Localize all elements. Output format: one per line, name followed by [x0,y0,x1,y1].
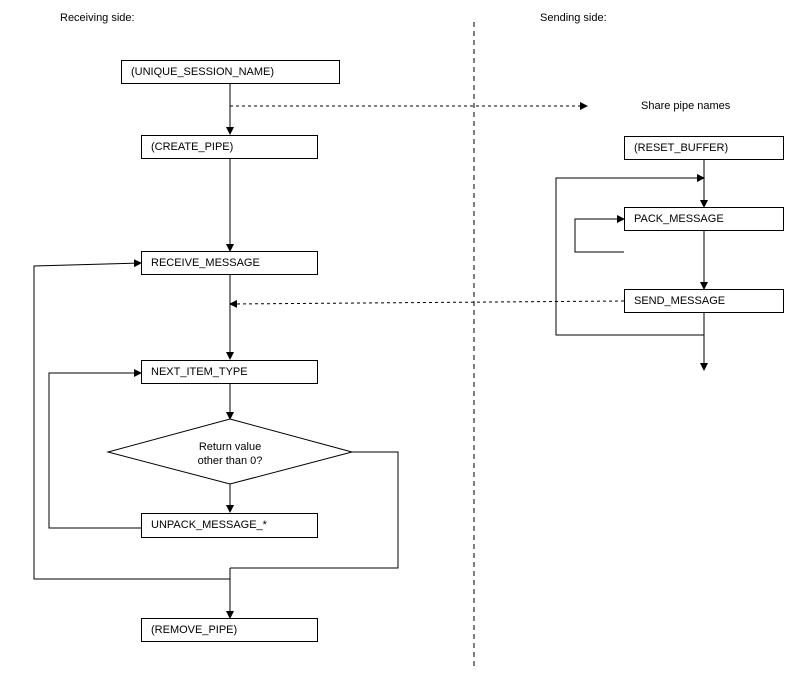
reset-buffer-box: (RESET_BUFFER) [624,136,784,160]
decision-line-2: other than 0? [197,455,263,467]
receiving-side-header: Receiving side: [60,12,135,24]
next-item-type-box: NEXT_ITEM_TYPE [141,360,318,384]
decision-line-1: Return value [198,441,262,453]
line-decision-exit [230,451,399,569]
arrow-unpack-loop [48,369,142,529]
decision-diamond [106,418,354,485]
arrow-send-loop [555,174,705,336]
receive-message-box: RECEIVE_MESSAGE [141,251,318,275]
arrow-send-to-receive [229,299,625,308]
unique-session-name-box: (UNIQUE_SESSION_NAME) [121,60,340,84]
unpack-message-box: UNPACK_MESSAGE_* [141,513,318,538]
pack-message-box: PACK_MESSAGE [624,207,784,231]
arrow-pack-loop [574,215,625,253]
decision-text: Return value other than 0? [168,440,292,468]
arrow-outer-loop [33,259,230,580]
send-message-box: SEND_MESSAGE [624,289,784,313]
create-pipe-box: (CREATE_PIPE) [141,135,318,159]
share-pipe-names-label: Share pipe names [641,100,731,112]
sending-side-header: Sending side: [540,12,607,24]
remove-pipe-box: (REMOVE_PIPE) [141,618,318,642]
